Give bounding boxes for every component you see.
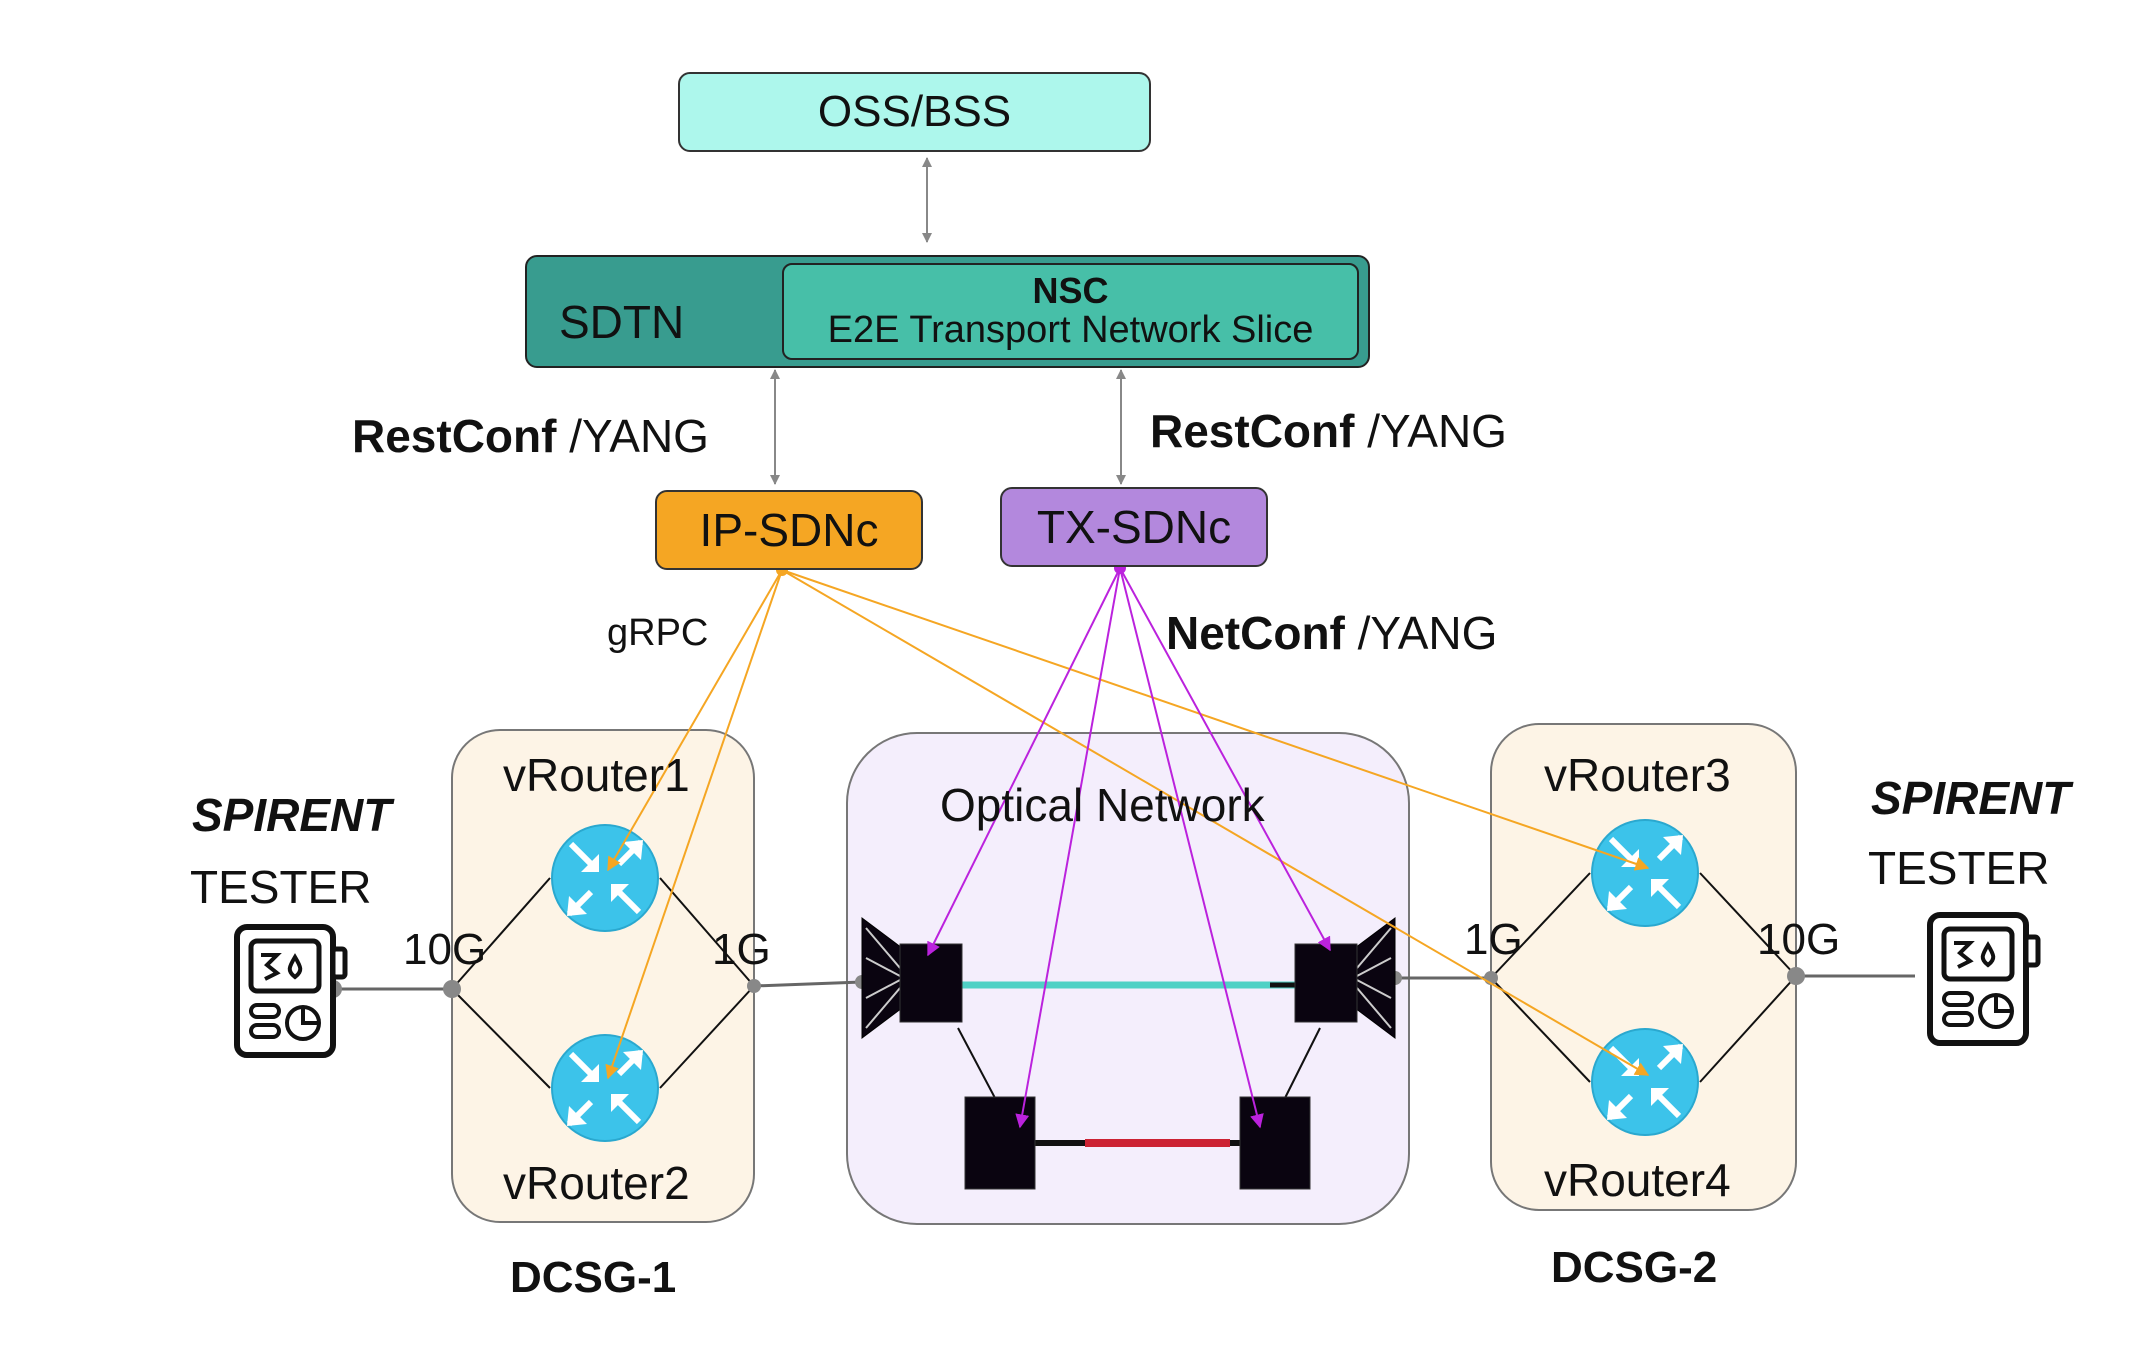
netconf-links — [927, 567, 1331, 1129]
router-icon — [552, 1035, 658, 1141]
vrouter4-label: vRouter4 — [1544, 1154, 1731, 1206]
transponder-left — [964, 1096, 1036, 1190]
left-1g-label: 1G — [712, 925, 771, 974]
vrouter2-label: vRouter2 — [503, 1157, 690, 1209]
router-mesh-links — [451, 872, 1797, 1089]
left-tester-brand: SPIRENT — [192, 789, 392, 841]
netconf-label: NetConf /YANG — [1166, 610, 1497, 656]
sdtn-label: SDTN — [559, 296, 685, 348]
restconf-right-bold: RestConf — [1150, 405, 1355, 457]
nsc-subtitle: E2E Transport Network Slice — [827, 308, 1314, 351]
tx-sdnc-box: TX-SDNc — [1000, 487, 1268, 567]
dcsg1-label: DCSG-1 — [510, 1253, 677, 1302]
router-icon — [552, 825, 658, 931]
restconf-left-bold: RestConf — [352, 410, 557, 462]
optical-internals — [925, 981, 1321, 1147]
right-tester-brand: SPIRENT — [1871, 772, 2071, 824]
netconf-rest: /YANG — [1344, 607, 1498, 659]
nsc-box: NSC E2E Transport Network Slice — [782, 263, 1359, 360]
tester-icon — [1930, 915, 2038, 1043]
netconf-bold: NetConf — [1166, 607, 1345, 659]
oss-bss-label: OSS/BSS — [817, 87, 1012, 136]
ip-sdnc-box: IP-SDNc — [655, 490, 923, 570]
dcsg2-label: DCSG-2 — [1551, 1243, 1718, 1292]
tester-icon — [237, 927, 345, 1055]
restconf-left-rest: /YANG — [556, 410, 709, 462]
transponder-right — [1239, 1096, 1311, 1190]
dcsg1-container — [451, 729, 755, 1223]
left-10g-label: 10G — [403, 925, 487, 974]
restconf-right-rest: /YANG — [1354, 405, 1507, 457]
vrouter1-label: vRouter1 — [503, 749, 690, 801]
restconf-left-label: RestConf /YANG — [352, 413, 709, 459]
optical-label: Optical Network — [940, 779, 1265, 831]
nsc-title: NSC — [1032, 269, 1109, 311]
data-plane-links — [333, 974, 1915, 991]
restconf-right-label: RestConf /YANG — [1150, 408, 1507, 454]
left-tester-label: TESTER — [190, 861, 372, 913]
vrouter3-label: vRouter3 — [1544, 749, 1731, 801]
right-1g-label: 1G — [1464, 915, 1523, 964]
grpc-links — [605, 569, 1650, 1080]
grpc-label: gRPC — [607, 612, 709, 654]
router-icon — [1592, 820, 1698, 926]
tx-sdnc-label: TX-SDNc — [1036, 501, 1232, 553]
oss-bss-box: OSS/BSS — [678, 72, 1151, 152]
ip-sdnc-label: IP-SDNc — [699, 504, 879, 556]
router-icon — [1592, 1029, 1698, 1135]
right-10g-label: 10G — [1757, 915, 1841, 964]
right-tester-label: TESTER — [1868, 842, 2050, 894]
